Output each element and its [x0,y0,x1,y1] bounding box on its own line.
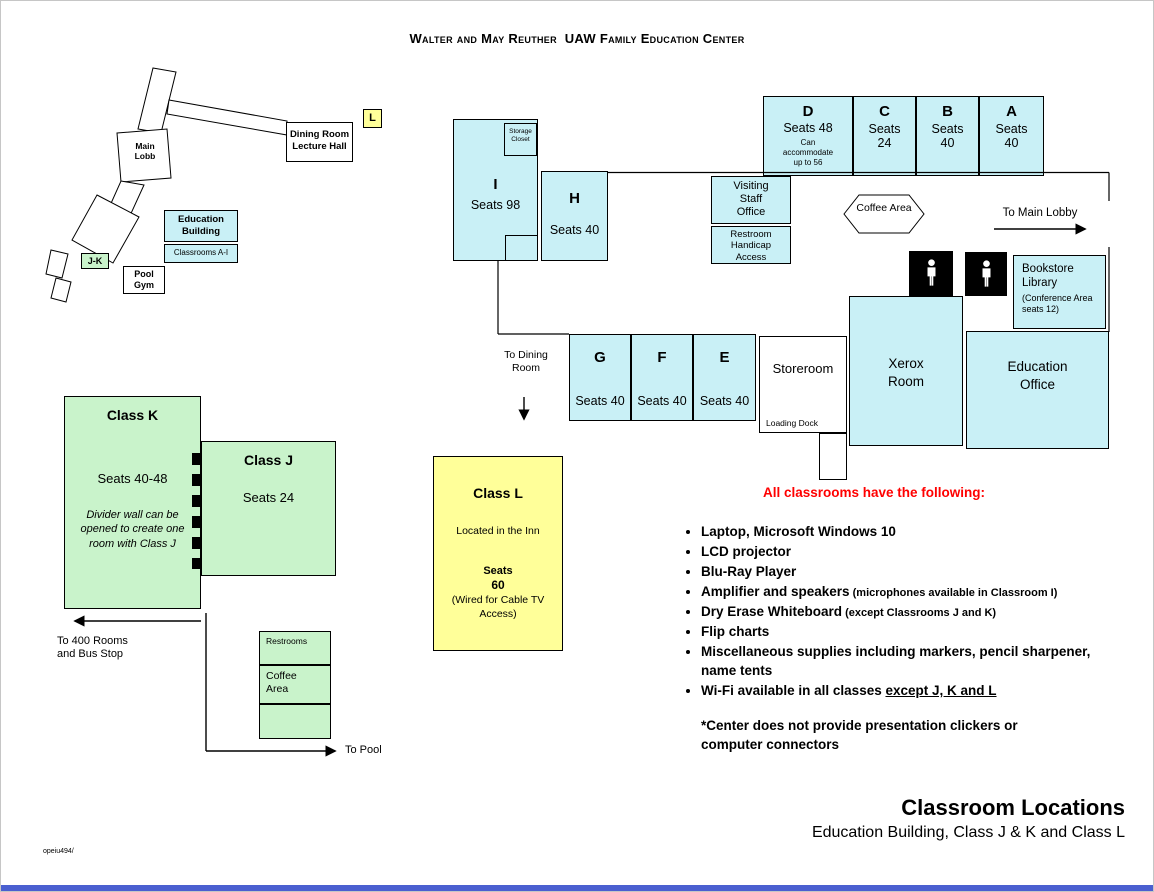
amenity-item: Blu-Ray Player [701,562,1099,582]
room-c-seats: Seats 24 [868,122,901,151]
storage-closet: Storage Closet [504,123,537,156]
room-i-seats: Seats 98 [470,198,521,213]
bookstore-library: Bookstore Library (Conference Area seats… [1013,255,1106,329]
room-f-seats: Seats 40 [637,394,687,409]
room-h: H Seats 40 [541,171,608,261]
amenity-item: Wi-Fi available in all classes except J,… [701,681,1099,701]
amenity-item: Amplifier and speakers (microphones avai… [701,582,1099,602]
mini-main-lobby-label: Main Lobb [134,141,156,162]
restrooms-box: Restrooms [259,631,331,665]
room-g: G Seats 40 [569,334,631,421]
restroom-handicap-access: Restroom Handicap Access [711,226,791,264]
loading-dock-label: Loading Dock [766,418,818,428]
room-g-letter: G [594,349,606,366]
xerox-room: Xerox Room [849,296,963,446]
mini-dining-room: Dining Room Lecture Hall [286,122,353,162]
education-office: Education Office [966,331,1109,449]
to-pool-label: To Pool [345,744,382,756]
visiting-staff-office: Visiting Staff Office [711,176,791,224]
footer-title: Classroom Locations [901,795,1125,820]
amenity-item: Laptop, Microsoft Windows 10 [701,522,1099,542]
room-i: I Seats 98 Storage Closet [453,119,538,261]
room-a: A Seats 40 [979,96,1044,176]
coffee-area-label: Coffee Area [856,202,912,214]
page-title: Walter and May Reuther UAW Family Educat… [409,31,745,46]
room-e-letter: E [719,349,730,366]
class-j-seats: Seats 24 [242,490,295,505]
room-d: D Seats 48 Can accommodate up to 56 [763,96,853,176]
restroom-handicap-label: Restroom Handicap Access [730,229,772,263]
restroom-person-icon [982,259,990,287]
room-a-seats: Seats 40 [995,122,1028,151]
footer-block: Classroom Locations Education Building, … [812,795,1125,842]
storeroom-label: Storeroom [772,361,834,376]
amenity-item: LCD projector [701,542,1099,562]
restrooms-label: Restrooms [266,636,308,646]
class-j-title: Class J [243,452,294,468]
bottom-strip [1,885,1153,891]
restroom-person-icon [927,259,935,286]
class-k-note: Divider wall can be opened to create one… [80,509,185,550]
mini-l-marker: L [363,109,382,128]
room-d-letter: D [802,103,814,120]
class-l-location: Located in the Inn [456,525,540,537]
room-f: F Seats 40 [631,334,693,421]
amenities-list: Laptop, Microsoft Windows 10 LCD project… [659,522,1099,701]
class-k-title: Class K [106,407,159,423]
amenity-item: Dry Erase Whiteboard (except Classrooms … [701,602,1099,622]
class-l-title: Class L [473,485,523,501]
room-b-letter: B [942,103,953,120]
footer-subtitle: Education Building, Class J & K and Clas… [811,824,1125,841]
class-l: Class L Located in the Inn Seats 60 (Wir… [433,456,563,651]
room-f-letter: F [657,349,667,366]
coffee-area-box-label: Coffee Area [266,670,297,695]
mini-jk-marker: J-K [81,253,109,269]
amenity-item: Miscellaneous supplies including markers… [701,642,1099,682]
room-b-seats: Seats 40 [931,122,964,151]
room-a-letter: A [1006,103,1017,120]
doc-code: opeiu494/ [43,848,74,855]
bookstore-note: (Conference Area seats 12) [1022,292,1093,314]
room-h-seats: Seats 40 [549,223,600,238]
room-d-note: Can accommodate up to 56 [782,138,834,168]
storeroom-extension [819,433,847,480]
xerox-room-label: Xerox Room [887,356,924,389]
storeroom: Storeroom Loading Dock [759,336,847,433]
to-main-lobby-label: To Main Lobby [1002,207,1078,219]
class-k: Class K Seats 40-48 Divider wall can be … [64,396,201,609]
amenities-footnote: *Center does not provide presentation cl… [701,718,1018,752]
divider-wall [192,453,200,569]
class-k-seats: Seats 40-48 [97,471,168,486]
class-l-seats-value: 60 [491,578,505,592]
amenities-heading: All classrooms have the following: [762,485,986,500]
coffee-area-box: Coffee Area [259,665,331,704]
mini-classrooms-a-i: Classrooms A-I [164,244,238,263]
to-400-rooms-label: To 400 Rooms and Bus Stop [57,635,128,661]
room-c-letter: C [879,103,890,120]
bookstore-title: Bookstore Library [1022,263,1074,290]
room-e: E Seats 40 [693,334,756,421]
to-dining-room-label: To Dining Room [504,349,548,374]
class-l-seats-label: Seats [483,565,513,577]
room-i-letter: I [493,176,498,193]
restroom-box-1 [909,251,953,296]
class-l-note: (Wired for Cable TV Access) [451,594,545,620]
amenities-section: All classrooms have the following: Lapto… [659,485,1104,755]
room-h-letter: H [569,190,580,207]
restroom-box-2 [965,252,1007,296]
room-b: B Seats 40 [916,96,979,176]
room-c: C Seats 24 [853,96,916,176]
education-office-label: Education Office [1007,359,1068,393]
room-d-seats: Seats 48 [783,121,833,136]
class-j: Class J Seats 24 [201,441,336,576]
amenity-item: Flip charts [701,622,1099,642]
room-i-notch [505,235,537,260]
room-g-seats: Seats 40 [575,394,625,409]
mini-pool-gym: Pool Gym [123,266,165,294]
mini-education-building: Education Building [164,210,238,242]
room-e-seats: Seats 40 [699,394,750,409]
visiting-staff-office-label: Visiting Staff Office [733,180,769,218]
empty-green-box [259,704,331,739]
